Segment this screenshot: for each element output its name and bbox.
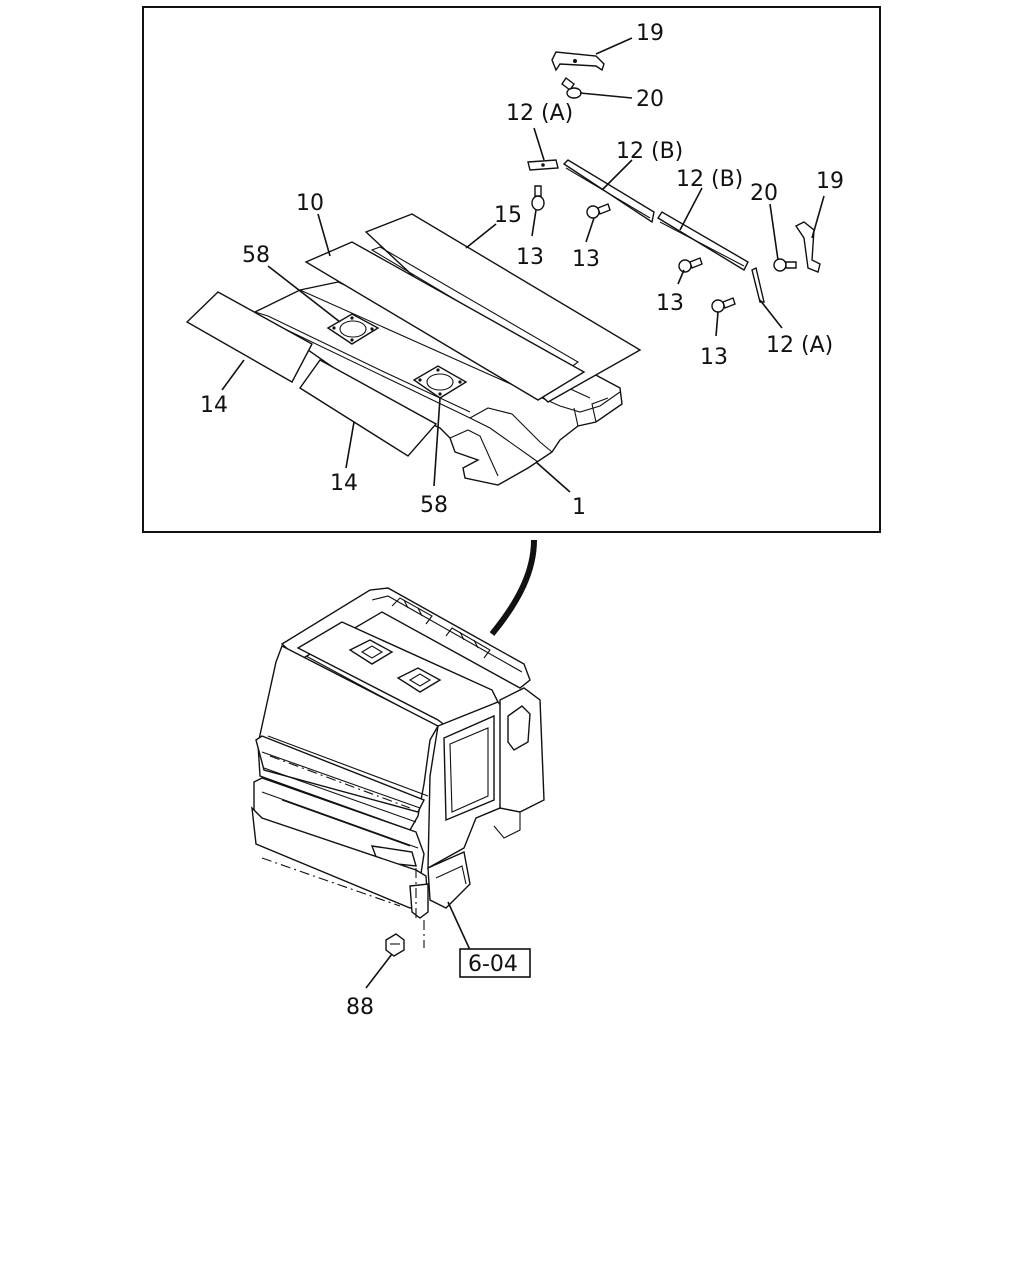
plate-58-left bbox=[326, 313, 380, 345]
label-58-bottom: 58 bbox=[420, 493, 448, 518]
roof-cover-assembly bbox=[185, 37, 825, 493]
panel-10 bbox=[304, 241, 586, 401]
label-14-middle: 14 bbox=[330, 471, 358, 496]
label-14-left: 14 bbox=[200, 393, 228, 418]
bolt-20-right bbox=[773, 258, 797, 272]
label-20-top: 20 bbox=[636, 87, 664, 112]
label-19-right: 19 bbox=[816, 169, 844, 194]
screw-13-a bbox=[531, 185, 545, 211]
panel-14-left bbox=[185, 291, 313, 383]
label-13-b: 13 bbox=[572, 247, 600, 272]
bracket-19-right bbox=[794, 221, 821, 273]
label-1: 1 bbox=[572, 495, 586, 520]
label-13-d: 13 bbox=[700, 345, 728, 370]
truck-cab bbox=[251, 587, 545, 948]
screw-13-b bbox=[586, 203, 611, 219]
label-13-c: 13 bbox=[656, 291, 684, 316]
label-12b-first: 12 (B) bbox=[616, 139, 683, 164]
label-15: 15 bbox=[494, 203, 522, 228]
label-13-a: 13 bbox=[516, 245, 544, 270]
bolt-88 bbox=[385, 933, 405, 957]
label-58-left: 58 bbox=[242, 243, 270, 268]
bracket-12a-right bbox=[751, 266, 765, 303]
panel-14-middle bbox=[298, 359, 438, 457]
bracket-12a-top bbox=[527, 159, 559, 171]
bracket-19-top bbox=[551, 51, 605, 72]
reference-box-6-04 bbox=[459, 948, 531, 978]
reference-label-6-04: 6-04 bbox=[468, 952, 518, 977]
detail-frame bbox=[142, 6, 881, 533]
label-19-top: 19 bbox=[636, 21, 664, 46]
label-12b-second: 12 (B) bbox=[676, 167, 743, 192]
plate-58-right bbox=[412, 365, 468, 399]
label-20-right: 20 bbox=[750, 181, 778, 206]
screw-13-c bbox=[678, 257, 703, 273]
label-88: 88 bbox=[346, 995, 374, 1020]
label-12a-bottom: 12 (A) bbox=[766, 333, 833, 358]
bolt-20-top bbox=[561, 76, 582, 99]
detail-connector bbox=[489, 539, 537, 636]
label-10: 10 bbox=[296, 191, 324, 216]
rail-12b-second bbox=[657, 211, 749, 271]
screw-13-d bbox=[711, 297, 736, 313]
label-12a-top: 12 (A) bbox=[506, 101, 573, 126]
